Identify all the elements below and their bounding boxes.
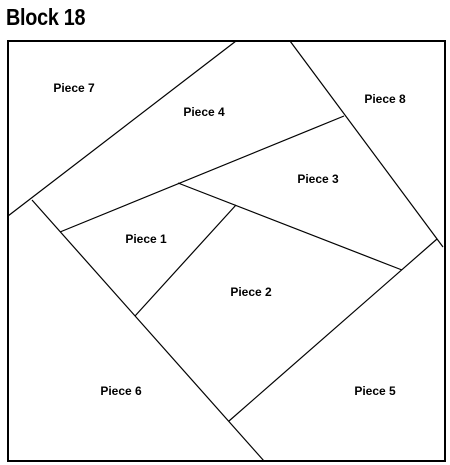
- seam-line: [177, 182, 403, 271]
- piece-4-label: Piece 4: [183, 105, 225, 119]
- piece-8-label: Piece 8: [364, 92, 406, 106]
- piece-2-label: Piece 2: [230, 285, 272, 299]
- seam-lines: [7, 40, 444, 462]
- seam-line: [289, 40, 444, 248]
- block-title: Block 18: [6, 4, 86, 30]
- piece-labels: Piece 7 Piece 4 Piece 8 Piece 3 Piece 1 …: [53, 81, 406, 398]
- seam-line: [134, 204, 237, 317]
- piece-3-label: Piece 3: [297, 172, 339, 186]
- block-frame: [7, 40, 446, 462]
- piece-5-label: Piece 5: [354, 384, 396, 398]
- seam-line: [59, 115, 345, 233]
- piece-7-label: Piece 7: [53, 81, 95, 95]
- seam-line: [31, 199, 265, 462]
- piece-1-label: Piece 1: [125, 232, 167, 246]
- seam-line: [7, 40, 237, 217]
- seam-line: [228, 238, 438, 422]
- piece-6-label: Piece 6: [100, 384, 142, 398]
